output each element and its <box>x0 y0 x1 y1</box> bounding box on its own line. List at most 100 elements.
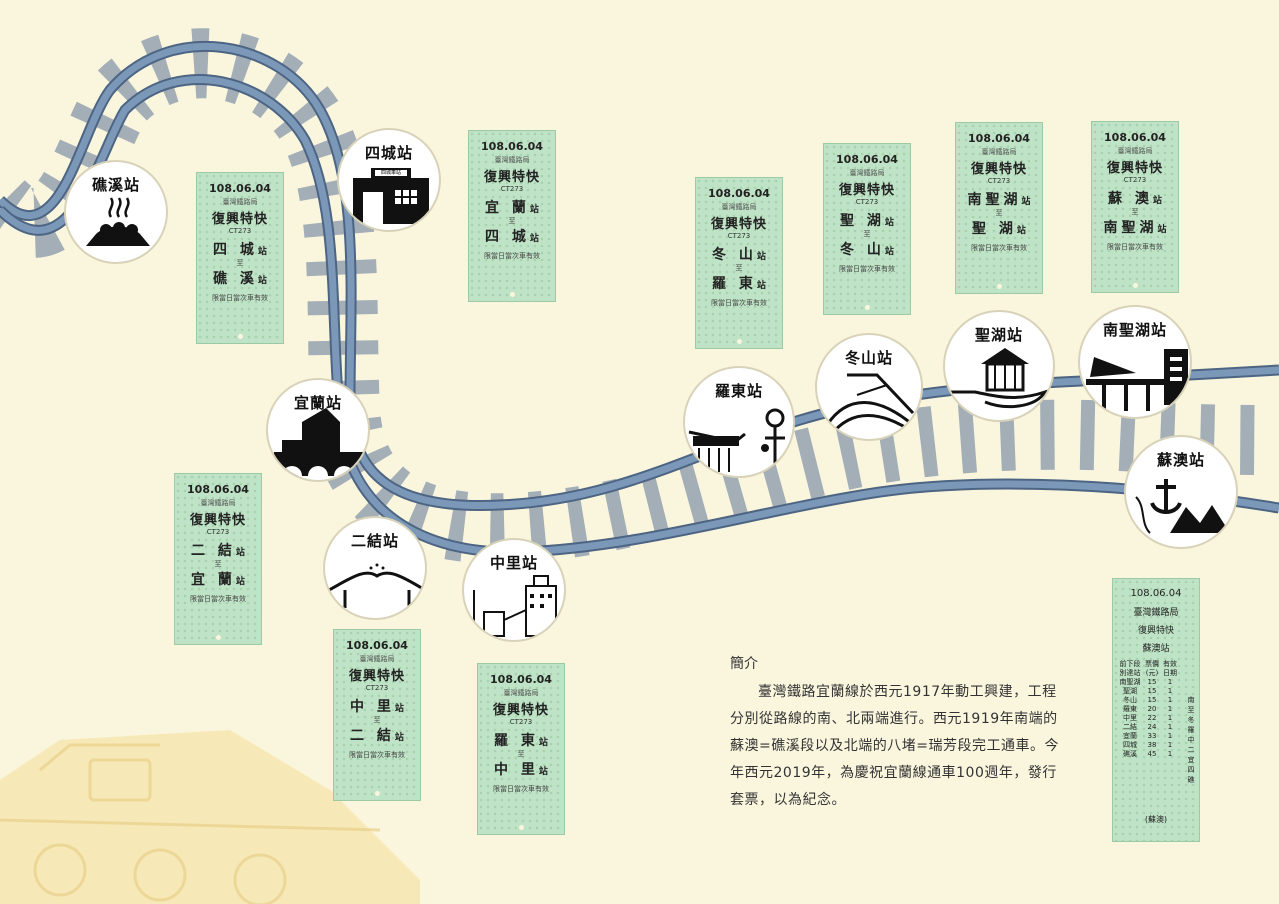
to-word: 至 <box>373 716 381 724</box>
badge-dongshan: 冬山站 <box>815 333 923 441</box>
from-station: 聖 湖 <box>840 213 885 229</box>
ticket-from: 二 結站 <box>175 540 261 560</box>
station-suffix: 站 <box>235 577 245 587</box>
ticket-sicheng-jiaoxi: 108.06.04 臺灣鐵路局 復興特快 CT273 四 城站 至 礁 溪站 限… <box>196 172 284 344</box>
ticket-date: 108.06.04 <box>187 483 249 496</box>
fare-table-header: 前下段別達站 票價(元) 有效日期 <box>1117 660 1179 678</box>
ticket-code: CT273 <box>228 227 252 235</box>
station-name: 聖湖站 <box>974 326 1023 344</box>
badge-luodong: 羅東站 <box>683 366 795 478</box>
station-suffix: 站 <box>538 767 548 777</box>
ticket-note: 限當日當次車有效 <box>190 595 246 603</box>
from-station: 蘇 澳 <box>1108 191 1153 207</box>
from-station: 羅 東 <box>494 733 539 749</box>
ticket-to: 羅 東站 <box>696 273 782 293</box>
station-suffix: 站 <box>538 738 548 748</box>
fare-header-cell: 有效日期 <box>1163 660 1177 677</box>
ticket-to: 二 結站 <box>334 725 420 745</box>
ticket-train: 復興特快 <box>189 513 246 528</box>
station-suffix: 站 <box>257 276 267 286</box>
to-word: 至 <box>517 750 525 758</box>
ticket-erjie-yilan: 108.06.04 臺灣鐵路局 復興特快 CT273 二 結站 至 宜 蘭站 限… <box>174 473 262 645</box>
ticket-note: 限當日當次車有效 <box>212 294 268 302</box>
fare-cell: 宜蘭 <box>1123 732 1137 740</box>
intro-heading: 簡介 <box>730 656 758 672</box>
fare-cell: 冬山 <box>1123 696 1137 704</box>
station-name: 冬山站 <box>844 349 893 367</box>
fare-cell: 45 <box>1147 750 1157 758</box>
ticket-punch-hole <box>1133 283 1138 288</box>
ticket-train: 復興特快 <box>838 183 895 198</box>
ticket-to: 冬 山站 <box>824 239 910 259</box>
from-station: 中 里 <box>350 699 395 715</box>
fare-ticket-date: 108.06.04 <box>1130 588 1182 599</box>
pavilion-icon <box>951 348 1049 409</box>
station-suffix: 站 <box>1016 226 1026 236</box>
ticket-yilan-sicheng: 108.06.04 臺灣鐵路局 復興特快 CT273 宜 蘭站 至 四 城站 限… <box>468 130 556 302</box>
ticket-to: 宜 蘭站 <box>175 569 261 589</box>
station-suffix: 站 <box>1021 197 1031 207</box>
to-word: 至 <box>236 259 244 267</box>
badge-yilan: 宜蘭站 <box>266 378 370 482</box>
ticket-punch-hole <box>519 825 524 830</box>
station-suffix: 站 <box>1152 196 1162 206</box>
badge-sicheng: 四城站 四城車站 <box>337 128 441 232</box>
fare-ticket-bureau: 臺灣鐵路局 <box>1133 608 1179 618</box>
fare-cell: 1 <box>1167 741 1173 749</box>
ticket-from: 羅 東站 <box>478 730 564 750</box>
fare-cell: 33 <box>1147 732 1157 740</box>
ticket-to: 四 城站 <box>469 226 555 246</box>
station-suffix: 站 <box>529 205 539 215</box>
station-name: 中里站 <box>489 554 538 572</box>
ticket-bureau: 臺灣鐵路局 <box>1117 147 1153 155</box>
badge-erjie: 二結站 <box>323 516 427 620</box>
fare-ticket-station: 蘇澳站 <box>1142 644 1170 654</box>
ticket-from: 聖 湖站 <box>824 210 910 230</box>
ticket-bureau: 臺灣鐵路局 <box>494 156 530 164</box>
fare-cell: 聖湖 <box>1123 687 1137 695</box>
ticket-to: 礁 溪站 <box>197 268 283 288</box>
ticket-zhongli-erjie: 108.06.04 臺灣鐵路局 復興特快 CT273 中 里站 至 二 結站 限… <box>333 629 421 801</box>
badge-shenghu: 聖湖站 <box>943 310 1055 422</box>
to-word: 至 <box>214 560 222 568</box>
to-station: 二 結 <box>350 728 395 744</box>
fare-header-cell: 票價(元) <box>1145 660 1159 677</box>
station-suffix: 站 <box>529 234 539 244</box>
station-suffix: 站 <box>394 733 404 743</box>
ticket-code: CT273 <box>987 177 1011 185</box>
ticket-train: 復興特快 <box>492 703 549 718</box>
fare-cell: 羅東 <box>1123 705 1137 713</box>
ticket-note: 限當日當次車有效 <box>839 265 895 273</box>
ticket-from: 四 城站 <box>197 239 283 259</box>
station-suffix: 站 <box>257 247 267 257</box>
to-word: 至 <box>995 209 1003 217</box>
ticket-code: CT273 <box>727 232 751 240</box>
ticket-punch-hole <box>737 339 742 344</box>
ticket-bureau: 臺灣鐵路局 <box>981 148 1017 156</box>
ticket-luodong-zhongli: 108.06.04 臺灣鐵路局 復興特快 CT273 羅 東站 至 中 里站 限… <box>477 663 565 835</box>
fare-cell: 二結 <box>1123 723 1137 731</box>
fare-cell: 1 <box>1167 705 1173 713</box>
fare-ticket-train: 復興特快 <box>1137 626 1174 636</box>
station-building-icon <box>353 168 429 224</box>
fare-cell: 1 <box>1167 678 1173 686</box>
ticket-from: 中 里站 <box>334 696 420 716</box>
station-name: 南聖湖站 <box>1102 321 1167 339</box>
badge-suao: 蘇澳站 <box>1124 435 1238 549</box>
fare-cell: 南聖湖 <box>1119 678 1141 686</box>
to-station: 宜 蘭 <box>191 572 236 588</box>
ticket-train: 復興特快 <box>483 170 540 185</box>
ticket-note: 限當日當次車有效 <box>971 244 1027 252</box>
ticket-bureau: 臺灣鐵路局 <box>849 169 885 177</box>
to-word: 至 <box>508 217 516 225</box>
to-word: 至 <box>863 230 871 238</box>
to-word: 至 <box>735 264 743 272</box>
ticket-punch-hole <box>375 791 380 796</box>
